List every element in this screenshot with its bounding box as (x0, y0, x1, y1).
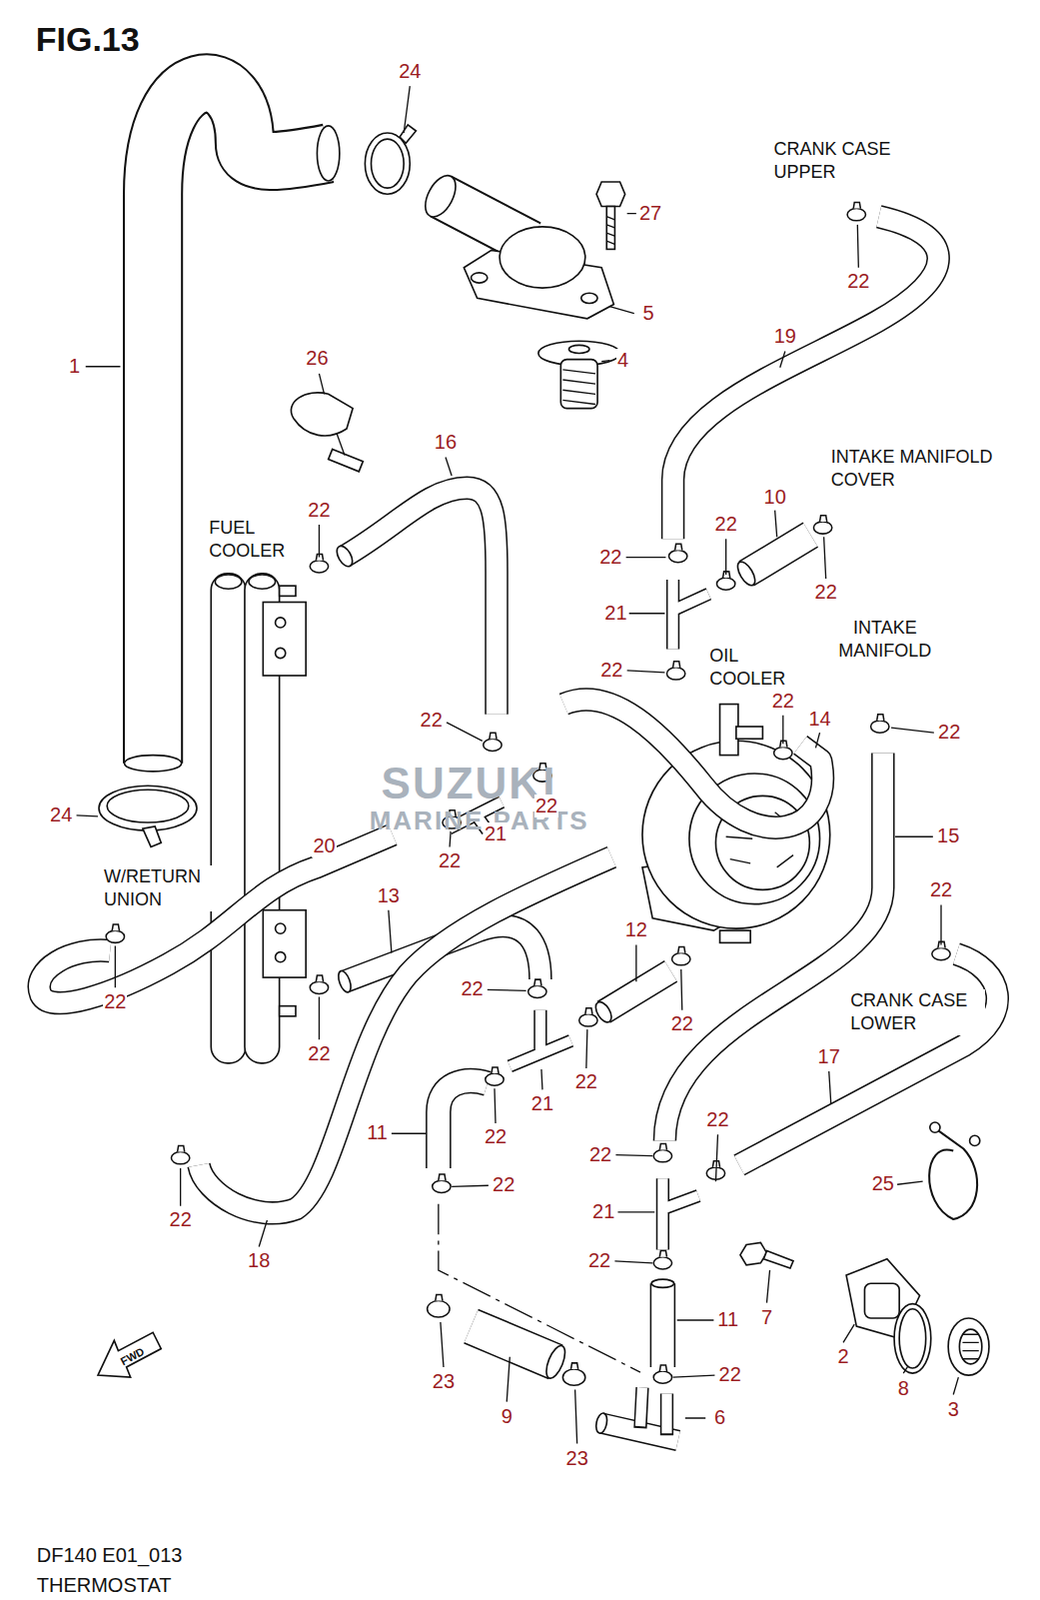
callout-number: 19 (773, 324, 798, 348)
callout-number: 7 (760, 1305, 774, 1329)
callout-number: 22 (534, 794, 559, 818)
callout-number: 25 (871, 1171, 896, 1195)
callout-number: 22 (491, 1172, 516, 1196)
callout-number: 22 (306, 498, 331, 522)
callout-number: 21 (591, 1199, 616, 1223)
callout-number: 22 (437, 849, 462, 873)
callout-number: 22 (718, 1362, 743, 1386)
callout-number: 21 (603, 601, 628, 625)
callout-number: 22 (599, 658, 624, 682)
figure-title: FIG.13 (35, 19, 140, 59)
callout-number: 27 (638, 201, 663, 225)
part-label: INTAKE MANIFOLD (822, 616, 949, 663)
figure-caption: DF140 E01_013 THERMOSTAT (36, 1539, 212, 1600)
callout-number: 22 (588, 1142, 613, 1166)
callout-number: 13 (376, 884, 401, 908)
callout-number: 22 (714, 512, 739, 536)
callout-number: 22 (102, 990, 127, 1014)
callout-number: 24 (397, 59, 422, 83)
callout-number: 21 (530, 1091, 555, 1115)
callout-number: 24 (48, 803, 73, 827)
callout-number: 3 (947, 1397, 961, 1421)
callout-number: 16 (433, 430, 458, 454)
callout-number: 4 (616, 348, 630, 372)
callout-number: 22 (574, 1069, 599, 1093)
callout-number: 11 (716, 1307, 740, 1331)
callout-number: 22 (419, 708, 444, 732)
part-label: FUEL COOLER (206, 516, 303, 563)
part-label: CRANK CASE LOWER (848, 989, 986, 1036)
callout-number: 17 (817, 1044, 842, 1068)
callout-number: 22 (587, 1248, 612, 1272)
callout-number: 26 (304, 346, 329, 370)
callout-number: 22 (598, 545, 623, 569)
part-label: W/RETURN UNION (101, 865, 218, 912)
callout-number: 15 (936, 824, 961, 848)
callout-number: 22 (846, 269, 871, 293)
callout-number: 23 (431, 1369, 456, 1393)
callout-number: 22 (670, 1012, 695, 1036)
callout-number: 22 (814, 580, 839, 604)
callout-number: 6 (713, 1405, 727, 1429)
callout-number: 11 (365, 1120, 389, 1144)
callout-number: 23 (565, 1446, 590, 1470)
callout-number: 5 (642, 301, 656, 325)
part-label: OIL COOLER (707, 644, 804, 691)
callout-number: 22 (929, 878, 954, 902)
callout-number: 22 (168, 1207, 193, 1231)
callout-number: 18 (246, 1248, 271, 1272)
callout-number: 2 (836, 1344, 850, 1368)
callout-number: 9 (500, 1404, 514, 1428)
callout-number: 10 (763, 485, 788, 509)
callout-number: 8 (897, 1376, 911, 1400)
callout-number: 22 (483, 1124, 508, 1148)
part-label: INTAKE MANIFOLD COVER (829, 445, 1018, 492)
callout-number: 22 (937, 720, 962, 744)
callout-number: 22 (705, 1107, 730, 1131)
callout-number: 22 (306, 1041, 331, 1065)
callout-number: 21 (483, 822, 508, 846)
callout-number: 1 (67, 354, 81, 378)
callout-number: 20 (311, 834, 336, 858)
callout-number: 22 (771, 689, 796, 713)
part-label: CRANK CASE UPPER (772, 137, 910, 184)
callout-number: 14 (807, 707, 832, 731)
callout-number: 12 (624, 918, 649, 942)
callout-number: 22 (459, 977, 484, 1001)
watermark: SUZUKI (381, 758, 558, 810)
